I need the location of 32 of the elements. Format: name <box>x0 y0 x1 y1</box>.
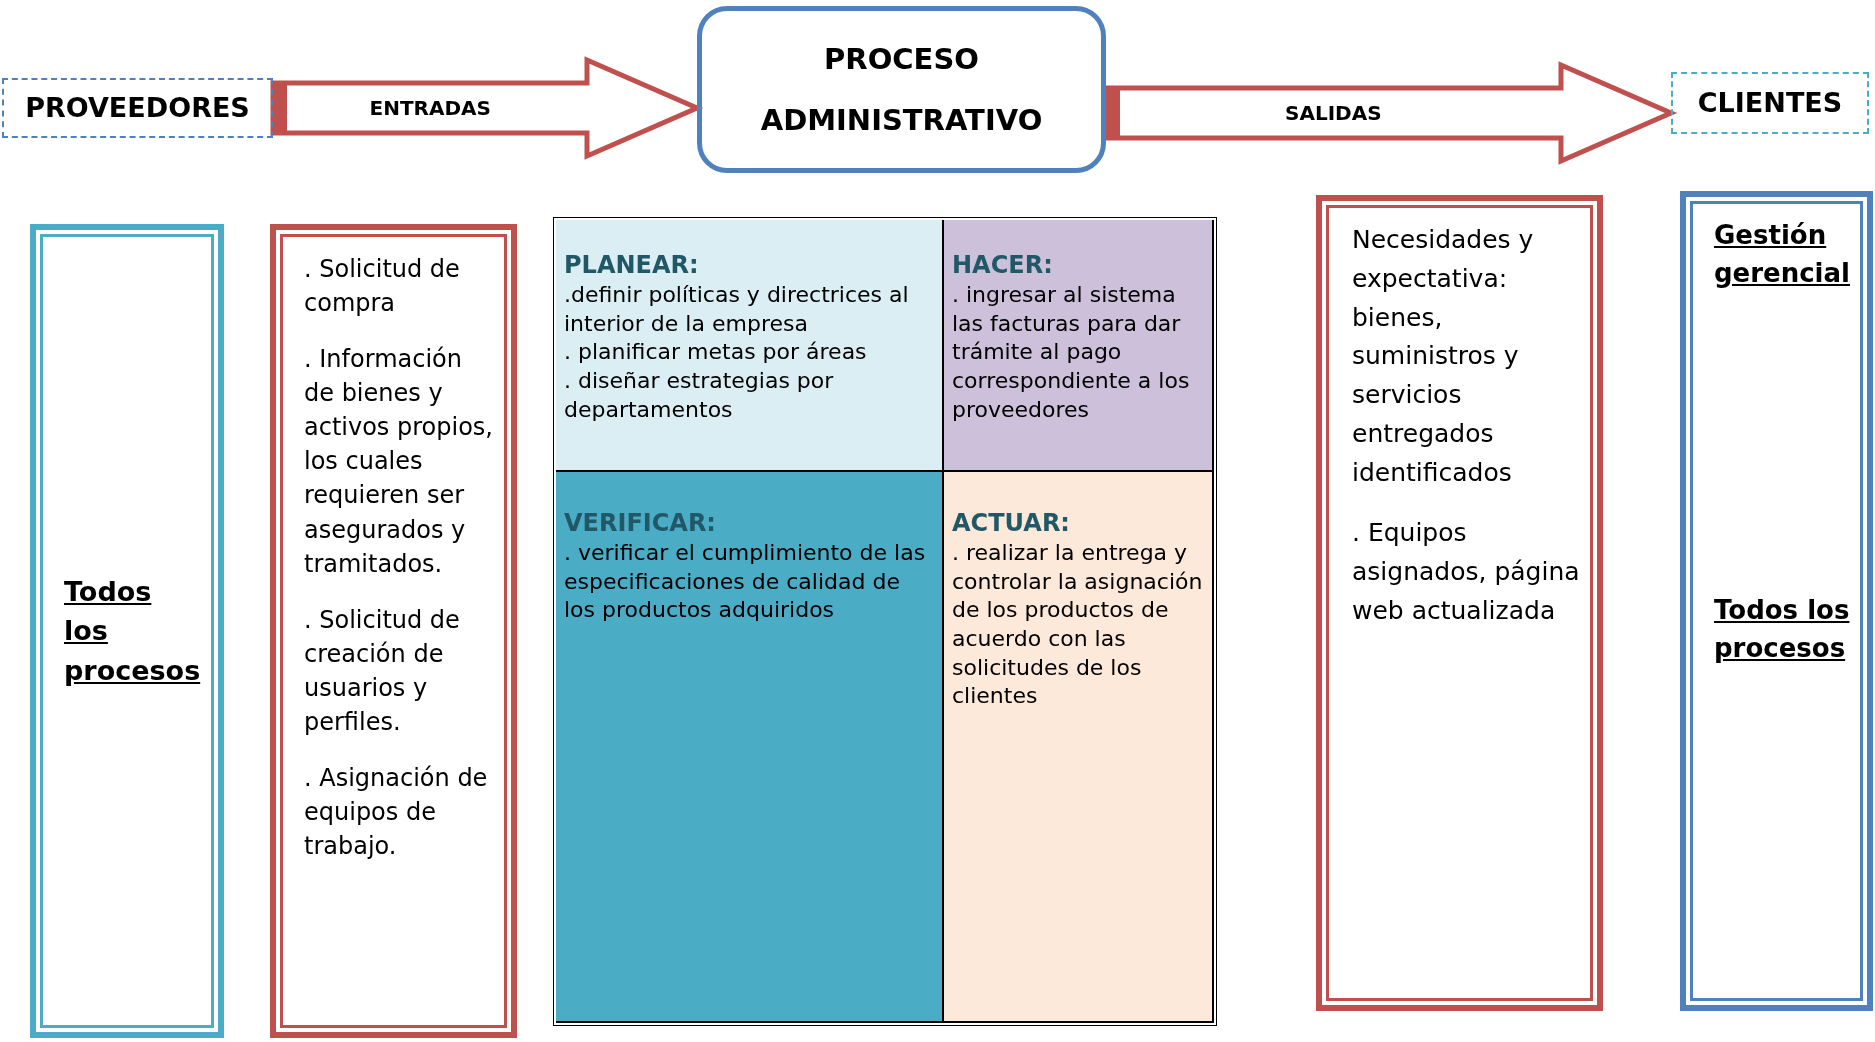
quadrant-text: . planificar metas por áreas <box>564 338 868 367</box>
heading-label: PROVEEDORES <box>24 91 251 126</box>
quadrant-text: .definir políticas y directrices al interior de la empresa <box>564 281 910 338</box>
list-item: . Asignación de equipos de trabajo. <box>304 763 489 863</box>
heading-label: PROCESO ADMINISTRATIVO <box>759 40 1044 139</box>
list-panel <box>1316 195 1603 1011</box>
cycle-quadrant <box>556 472 944 1023</box>
quadrant-text: . verificar el cumplimiento de las especificaciones de calidad de los productos adquiridos <box>564 539 927 625</box>
cycle-quadrant <box>556 220 944 472</box>
dashed-label-box <box>1671 72 1869 134</box>
quadrant-heading: HACER: <box>952 250 1054 281</box>
list-panel <box>270 224 517 1038</box>
cycle-quadrant <box>944 220 1214 472</box>
dashed-label-box <box>2 78 273 138</box>
process-title-box <box>697 6 1106 173</box>
list-item: . Solicitud de compra <box>304 254 461 320</box>
list-panel <box>30 224 224 1038</box>
quadrant-heading: PLANEAR: <box>564 250 700 281</box>
cycle-quadrant <box>944 472 1214 1023</box>
list-item: Gestión gerencial <box>1714 219 1851 290</box>
list-item: . Equipos asignados, página web actualizada <box>1352 517 1581 627</box>
list-item: . Solicitud de creación de usuarios y perfiles. <box>304 604 461 738</box>
quadrant-text: . ingresar al sistema las facturas para dar trámite al pago correspondiente a los proveedores <box>952 281 1191 424</box>
list-item: Necesidades y expectativa: bienes, suministros y servicios entregados identificados <box>1352 224 1535 489</box>
list-item: Todos los procesos <box>1714 594 1851 666</box>
quadrant-heading: ACTUAR: <box>952 508 1071 539</box>
quadrant-text: . realizar la entrega y controlar la asignación de los productos de acuerdo con las solicitudes de los clientes <box>952 539 1204 711</box>
quadrant-heading: VERIFICAR: <box>564 508 717 539</box>
quadrant-text: . diseñar estrategias por departamentos <box>564 366 835 424</box>
list-item: . Información de bienes y activos propios, los cuales requieren ser asegurados y tramitados. <box>304 344 494 580</box>
list-panel <box>1680 191 1873 1011</box>
heading-label: CLIENTES <box>1696 86 1844 121</box>
